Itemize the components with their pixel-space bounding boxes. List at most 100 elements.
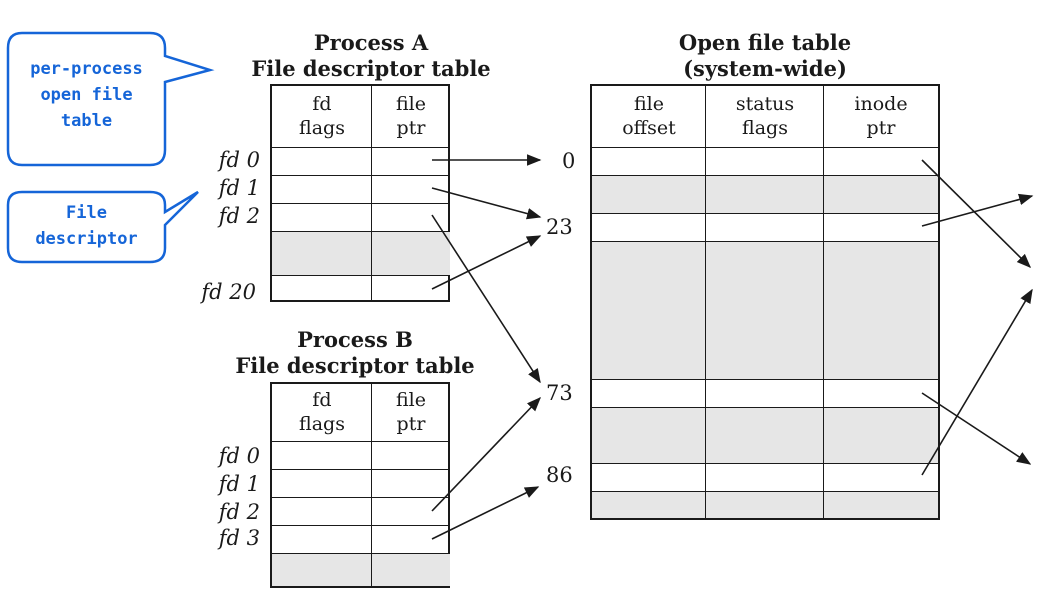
oft-col-inode-ptr: inode ptr	[824, 92, 938, 140]
callout-file-descriptor-line1: File	[66, 203, 107, 223]
process-a-row-0-fd-flags	[272, 148, 372, 176]
oft-gap-2-status-flags	[706, 242, 824, 380]
process-a-col-fd-flags: fd flags	[272, 92, 372, 140]
oft-col-inode-ptr-line2: ptr	[866, 117, 896, 139]
oft-entry-73-status-flags	[706, 380, 824, 408]
arrow-a-fd20-to-23	[431, 235, 542, 290]
arrow-oft-86-inode	[921, 288, 1033, 476]
process-a-fd-0-label: fd 0	[218, 148, 260, 172]
callout-per-process-shape	[6, 31, 215, 167]
process-a-title-line1: Process A	[313, 30, 429, 55]
process-b-col-fd-flags: fd flags	[272, 388, 372, 436]
oft-gap-4-status-flags	[706, 492, 824, 518]
arrow-a-fd2-to-73	[431, 214, 541, 384]
callout-file-descriptor-line2: descriptor	[35, 229, 138, 249]
process-a-header-file-ptr	[372, 86, 450, 148]
oft-entry-23-file-offset	[592, 214, 706, 242]
process-a-row-2-fd-flags	[272, 204, 372, 232]
callout-per-process-line2: open file	[40, 85, 133, 105]
oft-entry-0-inode-ptr	[824, 148, 938, 176]
process-b-row-3-fd-flags	[272, 526, 372, 554]
oft-gap-4-inode-ptr	[824, 492, 938, 518]
oft-gap-1-file-offset	[592, 176, 706, 214]
process-b-title-line1: Process B	[297, 327, 413, 352]
oft-gap-2-file-offset	[592, 242, 706, 380]
oft-col-file-offset: file offset	[592, 92, 706, 140]
process-a-col-file-ptr: file ptr	[372, 92, 450, 140]
process-a-col-file-ptr-line2: ptr	[396, 117, 426, 139]
process-b-fd-table: fd flags file ptr	[270, 382, 450, 588]
oft-gap-2-inode-ptr	[824, 242, 938, 380]
process-a-row-1-file-ptr	[372, 176, 450, 204]
callout-file-descriptor-shape	[6, 190, 199, 264]
process-b-row-3-file-ptr	[372, 526, 450, 554]
process-b-fd-3-label: fd 3	[218, 526, 260, 550]
process-a-row-20-fd-flags	[272, 276, 372, 300]
arrow-oft-73-inode	[921, 392, 1032, 465]
oft-gap-4-file-offset	[592, 492, 706, 518]
process-a-row-1-fd-flags	[272, 176, 372, 204]
arrow-b-fd2-to-73	[431, 396, 541, 512]
process-a-title: Process A File descriptor table	[206, 30, 536, 82]
oft-header-inode-ptr	[824, 86, 938, 148]
oft-entry-0-status-flags	[706, 148, 824, 176]
process-b-col-fd-flags-line1: fd	[312, 389, 332, 411]
callout-file-descriptor-label: File descriptor	[8, 200, 165, 252]
open-file-table-title-line2: (system-wide)	[683, 56, 847, 81]
oft-header-file-offset	[592, 86, 706, 148]
process-b-gap-fd-flags	[272, 554, 372, 586]
process-b-col-file-ptr-line2: ptr	[396, 413, 426, 435]
process-b-title-line2: File descriptor table	[235, 353, 475, 378]
oft-entry-86-status-flags	[706, 464, 824, 492]
process-a-fd-20-label: fd 20	[201, 280, 256, 304]
oft-entry-23-status-flags	[706, 214, 824, 242]
process-b-gap-file-ptr	[372, 554, 450, 586]
process-a-gap-fd-flags	[272, 232, 372, 276]
process-b-row-0-file-ptr	[372, 442, 450, 470]
process-b-row-1-file-ptr	[372, 470, 450, 498]
process-b-header-file-ptr	[372, 384, 450, 442]
process-a-row-2-file-ptr	[372, 204, 450, 232]
oft-col-status-flags-line1: status	[735, 93, 795, 115]
process-a-col-file-ptr-line1: file	[396, 93, 426, 115]
process-b-header-fd-flags	[272, 384, 372, 442]
process-a-gap-file-ptr	[372, 232, 450, 276]
oft-gap-3-status-flags	[706, 408, 824, 464]
process-a-header-fd-flags	[272, 86, 372, 148]
oft-index-73: 73	[546, 381, 573, 405]
oft-col-status-flags-line2: flags	[742, 117, 788, 139]
open-file-table: file offset status flags inode ptr	[590, 84, 940, 520]
oft-col-status-flags: status flags	[706, 92, 824, 140]
process-b-fd-0-label: fd 0	[218, 444, 260, 468]
oft-gap-1-inode-ptr	[824, 176, 938, 214]
oft-index-0: 0	[562, 149, 576, 173]
process-b-row-2-file-ptr	[372, 498, 450, 526]
process-b-row-1-fd-flags	[272, 470, 372, 498]
arrow-a-fd1-to-23	[431, 187, 542, 220]
process-b-col-file-ptr-line1: file	[396, 389, 426, 411]
oft-entry-73-file-offset	[592, 380, 706, 408]
oft-col-inode-ptr-line1: inode	[854, 93, 908, 115]
oft-entry-0-file-offset	[592, 148, 706, 176]
arrow-oft-23-inode	[921, 193, 1034, 227]
callout-per-process-label: per-process open file table	[8, 56, 165, 134]
oft-entry-86-inode-ptr	[824, 464, 938, 492]
process-b-title: Process B File descriptor table	[200, 327, 510, 379]
process-b-row-0-fd-flags	[272, 442, 372, 470]
process-b-fd-2-label: fd 2	[218, 500, 260, 524]
oft-col-file-offset-line1: file	[634, 93, 664, 115]
oft-gap-3-inode-ptr	[824, 408, 938, 464]
open-file-table-title: Open file table (system-wide)	[620, 30, 910, 82]
oft-gap-3-file-offset	[592, 408, 706, 464]
process-a-fd-1-label: fd 1	[218, 176, 260, 200]
process-b-col-file-ptr: file ptr	[372, 388, 450, 436]
oft-entry-23-inode-ptr	[824, 214, 938, 242]
oft-index-86: 86	[546, 463, 573, 487]
process-a-col-fd-flags-line1: fd	[312, 93, 332, 115]
process-a-title-line2: File descriptor table	[251, 56, 491, 81]
oft-entry-86-file-offset	[592, 464, 706, 492]
oft-header-status-flags	[706, 86, 824, 148]
